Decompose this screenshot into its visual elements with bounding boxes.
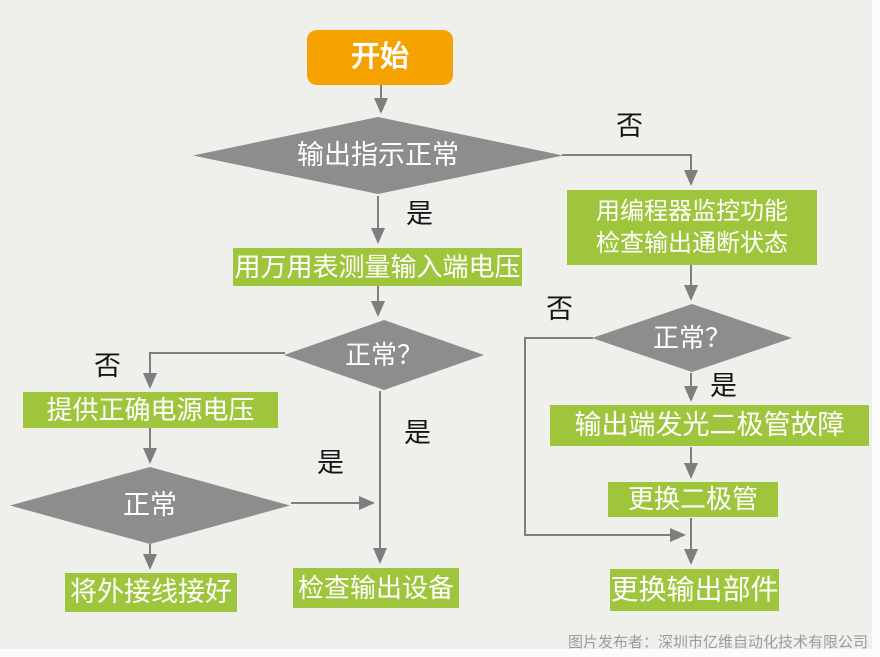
bottom-margin-strip	[0, 649, 880, 657]
edge-label-d1-no: 否	[616, 111, 643, 141]
right-margin-strip	[872, 0, 880, 657]
edge-label-d3-yes: 是	[317, 448, 344, 478]
process-replace-output-part: 更换输出部件	[610, 569, 779, 611]
edge-d4-no	[524, 337, 686, 542]
process-check-output-device: 检查输出设备	[293, 568, 459, 608]
edge-label-d2-yes: 是	[404, 418, 431, 448]
edge-label-d4-no: 否	[546, 294, 573, 324]
edge-label-d1-yes: 是	[406, 199, 433, 229]
edge-label-d4-yes: 是	[710, 371, 737, 401]
edge-d1-no	[562, 154, 698, 186]
process-multimeter-measure: 用万用表测量输入端电压	[233, 248, 522, 286]
process-replace-diode: 更换二极管	[608, 482, 778, 517]
edge-label-d2-no: 否	[94, 351, 121, 381]
process-provide-correct-voltage: 提供正确电源电压	[23, 392, 278, 428]
publisher-caption: 图片发布者：深圳市亿维自动化技术有限公司	[567, 634, 868, 651]
process-programmer-monitor: 用编程器监控功能 检查输出通断状态	[567, 190, 817, 265]
process-fix-external-wiring: 将外接线接好	[65, 573, 237, 612]
node-start: 开始	[307, 30, 453, 85]
edge-d2-no	[143, 352, 285, 389]
process-output-led-fault: 输出端发光二极管故障	[550, 405, 869, 446]
